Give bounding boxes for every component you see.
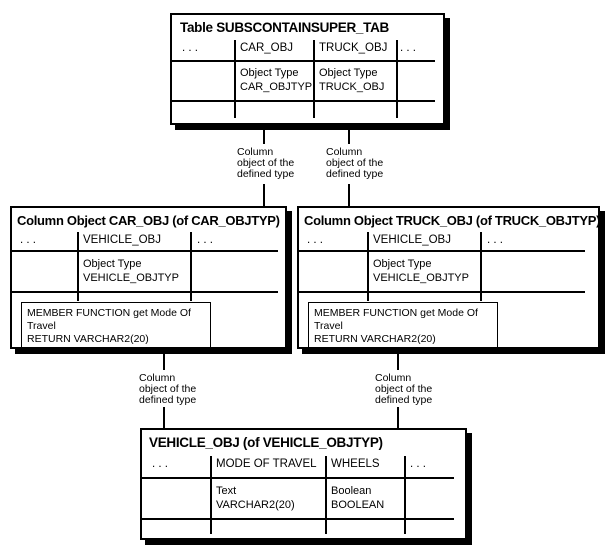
connector-line <box>348 184 350 206</box>
connector-line <box>163 354 165 370</box>
connector-label-bottom-left: Column object of the defined type <box>139 372 197 406</box>
column-header-vehicle-obj: VEHICLE_OBJ <box>373 234 451 246</box>
vehicle-obj-box: VEHICLE_OBJ (of VEHICLE_OBJTYP) . . . MO… <box>140 428 467 540</box>
member-function-box: MEMBER FUNCTION get Mode Of Travel RETUR… <box>308 302 498 351</box>
column-divider <box>210 456 212 534</box>
table-title: VEHICLE_OBJ (of VEHICLE_OBJTYP) <box>149 435 383 450</box>
cell-boolean: Boolean BOOLEAN <box>331 485 385 511</box>
column-object-car-obj-box: Column Object CAR_OBJ (of CAR_OBJTYP) . … <box>10 206 287 351</box>
member-function-box: MEMBER FUNCTION get Mode Of Travel RETUR… <box>21 302 211 351</box>
cell-object-type-vehicle-objtyp: Object Type VEHICLE_OBJTYP <box>373 258 469 284</box>
column-divider <box>313 40 315 118</box>
connector-line <box>163 407 165 428</box>
column-header-ellipsis-right: . . . <box>400 42 416 54</box>
table-subscontainsuper-tab-box: Table SUBSCONTAINSUPER_TAB . . . CAR_OBJ… <box>170 13 445 125</box>
connector-line <box>348 127 350 144</box>
column-header-ellipsis-left: . . . <box>20 234 36 246</box>
column-header-car-obj: CAR_OBJ <box>240 42 294 54</box>
column-divider <box>404 456 406 534</box>
column-header-wheels: WHEELS <box>331 458 380 470</box>
connector-line <box>263 184 265 206</box>
column-divider <box>325 456 327 534</box>
cell-text-varchar2: Text VARCHAR2(20) <box>216 485 295 511</box>
connector-line <box>397 407 399 428</box>
column-divider <box>234 40 236 118</box>
cell-object-type-car-objtyp: Object Type CAR_OBJTYP <box>240 67 313 93</box>
column-header-ellipsis-right: . . . <box>410 458 426 470</box>
connector-line <box>263 127 265 144</box>
table-title: Column Object TRUCK_OBJ (of TRUCK_OBJTYP… <box>304 213 601 228</box>
table-title: Column Object CAR_OBJ (of CAR_OBJTYP) <box>17 213 280 228</box>
column-header-ellipsis-left: . . . <box>182 42 198 54</box>
row-divider <box>299 250 585 252</box>
column-divider <box>190 232 192 301</box>
row-divider <box>172 60 435 62</box>
table-title: Table SUBSCONTAINSUPER_TAB <box>180 20 389 35</box>
column-divider <box>480 232 482 301</box>
column-header-ellipsis-right: . . . <box>197 234 213 246</box>
cell-object-type-truck-obj: Object Type TRUCK_OBJ <box>319 67 385 93</box>
row-divider <box>12 250 278 252</box>
column-header-ellipsis-left: . . . <box>152 458 168 470</box>
cell-object-type-vehicle-objtyp: Object Type VEHICLE_OBJTYP <box>83 258 179 284</box>
column-header-truck-obj: TRUCK_OBJ <box>319 42 388 54</box>
row-divider <box>172 100 435 102</box>
column-header-ellipsis-left: . . . <box>307 234 323 246</box>
connector-line <box>397 354 399 370</box>
row-divider <box>142 477 454 479</box>
column-divider <box>367 232 369 301</box>
column-divider <box>396 40 398 118</box>
column-header-vehicle-obj: VEHICLE_OBJ <box>83 234 161 246</box>
connector-label-top-right: Column object of the defined type <box>326 146 384 180</box>
connector-label-bottom-right: Column object of the defined type <box>375 372 433 406</box>
column-header-ellipsis-right: . . . <box>487 234 503 246</box>
row-divider <box>12 291 278 293</box>
row-divider <box>142 518 454 520</box>
column-object-truck-obj-box: Column Object TRUCK_OBJ (of TRUCK_OBJTYP… <box>297 206 601 351</box>
column-divider <box>77 232 79 301</box>
row-divider <box>299 291 585 293</box>
column-header-mode-of-travel: MODE OF TRAVEL <box>216 458 317 470</box>
connector-label-top-left: Column object of the defined type <box>237 146 295 180</box>
